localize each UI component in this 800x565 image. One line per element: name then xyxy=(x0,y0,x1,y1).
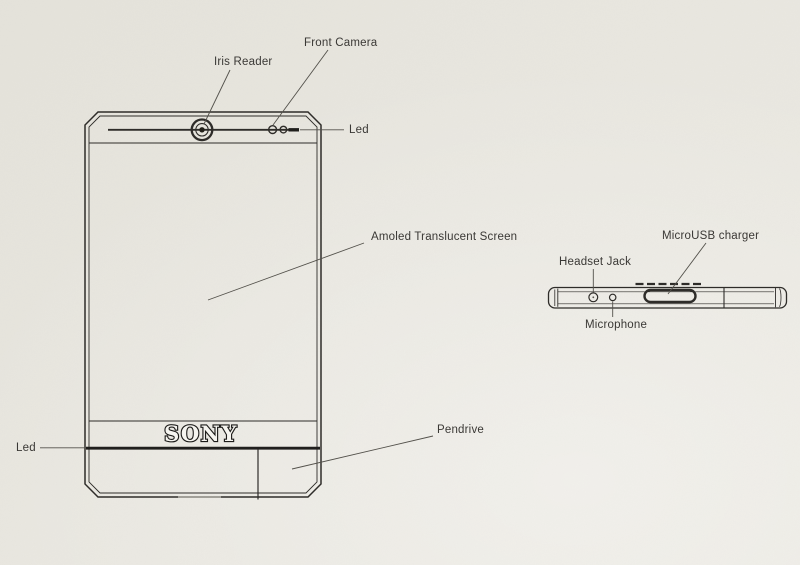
microusb-port-icon xyxy=(643,288,697,304)
iris-reader-ring xyxy=(195,123,209,137)
leader-amoled-screen xyxy=(207,242,365,301)
phone-outer-outline xyxy=(84,111,322,498)
leader-iris-reader xyxy=(203,69,231,125)
front-view: SONY xyxy=(84,111,322,500)
label-microphone: Microphone xyxy=(585,319,647,331)
label-amoled-screen: Amoled Translucent Screen xyxy=(371,231,517,243)
headset-jack-center-dot xyxy=(592,296,595,299)
label-led-bottom: Led xyxy=(16,442,36,454)
headset-jack-icon xyxy=(588,292,599,303)
phone-inner-outline xyxy=(88,115,318,494)
iris-reader-camera-icon xyxy=(190,118,214,142)
label-led-top: Led xyxy=(349,124,369,136)
leader-pendrive xyxy=(291,435,434,470)
side-view xyxy=(547,282,788,309)
leader-front-camera xyxy=(272,49,329,126)
label-headset-jack: Headset Jack xyxy=(559,256,631,268)
label-microusb-charger: MicroUSB charger xyxy=(662,230,759,242)
side-body-outline xyxy=(547,286,788,309)
label-front-camera: Front Camera xyxy=(304,37,378,49)
microphone-icon xyxy=(608,293,617,302)
front-camera-icon xyxy=(268,125,278,135)
iris-reader-lens-dot xyxy=(199,127,205,133)
sensor-dot-icon xyxy=(279,125,288,134)
sony-logo: SONY xyxy=(164,421,238,446)
leader-microusb-charger xyxy=(667,242,707,295)
label-pendrive: Pendrive xyxy=(437,424,484,436)
label-iris-reader: Iris Reader xyxy=(214,56,272,68)
side-right-cap-arc xyxy=(779,288,782,307)
annotations: Iris Reader Front Camera Led Amoled Tran… xyxy=(16,37,759,470)
